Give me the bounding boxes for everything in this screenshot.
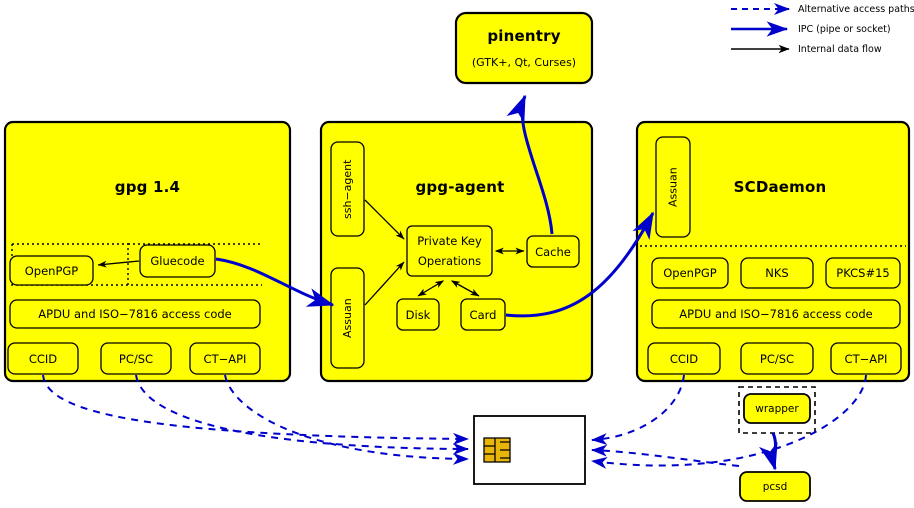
gpg-agent-card-label: Card <box>469 307 497 322</box>
private-key-operations-line2: Operations <box>417 254 482 268</box>
legend-label-ipc: IPC (pipe or socket) <box>798 23 891 35</box>
scdaemon-app-openpgp-label: OpenPGP <box>663 266 717 280</box>
gpg-openpgp-box-label: OpenPGP <box>24 263 79 278</box>
gpg-agent-title: gpg-agent <box>415 178 505 196</box>
wrapper-label: wrapper <box>755 402 799 415</box>
gpg-gluecode-box-label: Gluecode <box>150 254 205 268</box>
scdaemon-app-nks-label: NKS <box>765 266 789 280</box>
scdaemon-title: SCDaemon <box>733 178 827 196</box>
scdaemon-app-pkcs15-label: PKCS#15 <box>836 266 890 280</box>
legend-label-internal-data-flow: Internal data flow <box>798 43 882 55</box>
pinentry-subtitle: (GTK+, Qt, Curses) <box>471 55 577 69</box>
scdaemon-reader-ccid-label: CCID <box>669 351 699 366</box>
pcscd-label: pcsd <box>762 480 788 493</box>
gpg-agent-ssh-agent-label: ssh−agent <box>341 159 354 219</box>
scdaemon-apdu-box-label: APDU and ISO−7816 access code <box>679 307 873 321</box>
gpg-reader-ctapi-label: CT−API <box>203 351 247 366</box>
scdaemon-reader-pcsc-label: PC/SC <box>759 351 795 366</box>
gpg-agent-assuan-label: Assuan <box>341 298 354 338</box>
gpg-title: gpg 1.4 <box>114 178 181 196</box>
pinentry-title: pinentry <box>487 27 561 45</box>
private-key-operations-line1: Private Key <box>417 234 482 248</box>
smartcard-chip <box>483 437 511 463</box>
scdaemon-reader-ctapi-label: CT−API <box>844 351 888 366</box>
gpg-reader-pcsc-label: PC/SC <box>118 351 154 366</box>
legend-label-alternative-access-paths: Alternative access paths <box>798 3 914 15</box>
gpg-agent-disk-label: Disk <box>405 307 431 322</box>
gpg-reader-ccid-label: CCID <box>28 351 58 366</box>
gpg-agent-cache-label: Cache <box>535 244 571 259</box>
private-key-operations-label: Private Key Operations <box>407 226 492 276</box>
gpg-apdu-box-label: APDU and ISO−7816 access code <box>38 307 232 321</box>
scdaemon-assuan-label: Assuan <box>666 167 680 207</box>
